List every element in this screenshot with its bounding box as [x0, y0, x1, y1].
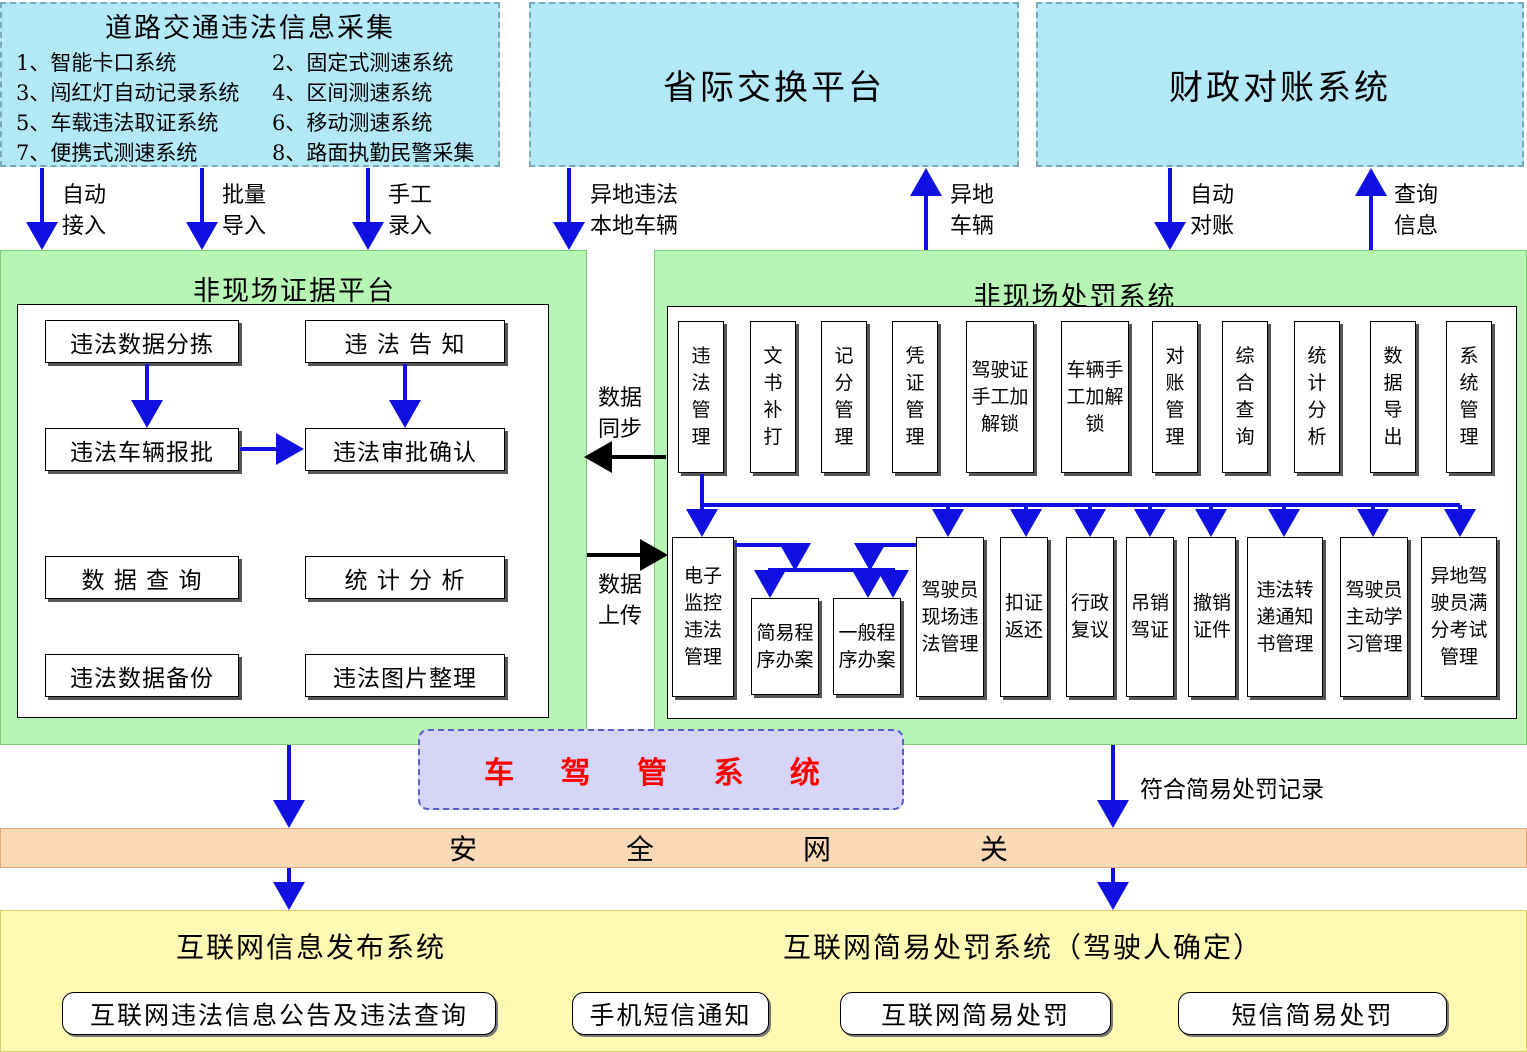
evidence-box: 统 计 分 析	[305, 556, 505, 599]
penalty-bottom-box: 驾驶员现场违法管理	[916, 537, 984, 697]
label-remote-local: 异地违法本地车辆	[590, 183, 679, 239]
internet-simple-title: 互联网简易处罚系统（驾驶人确定）	[783, 931, 1264, 964]
evidence-box: 违法图片整理	[305, 654, 505, 697]
exchange-panel: 省际交换平台	[529, 2, 1019, 167]
evidence-box: 违法数据备份	[45, 654, 239, 697]
evidence-inner	[17, 304, 549, 718]
internet-item: 短信简易处罚	[1178, 992, 1447, 1035]
driver-system-title: 车 驾 管 系 统	[484, 755, 838, 791]
label-auto-access: 自动接入	[62, 183, 107, 239]
collection-item: 7、便携式测速系统	[16, 141, 198, 165]
label-remote-vehicle: 异地车辆	[950, 183, 995, 239]
evidence-box: 违法审批确认	[305, 428, 505, 471]
internet-item: 手机短信通知	[572, 992, 769, 1035]
evidence-box: 数 据 查 询	[45, 556, 239, 599]
evidence-title: 非现场证据平台	[193, 276, 396, 307]
internet-info-title: 互联网信息发布系统	[176, 931, 447, 964]
label-batch-import: 批量导入	[222, 183, 267, 239]
penalty-top-box: 违法管理	[678, 321, 724, 473]
finance-title: 财政对账系统	[1169, 68, 1391, 108]
collection-item: 6、移动测速系统	[272, 111, 433, 135]
penalty-bottom-box: 简易程序办案	[751, 598, 819, 695]
penalty-bottom-box: 异地驾驶员满分考试管理	[1421, 537, 1497, 697]
gateway-title: 安 全 网 关	[449, 833, 1078, 866]
label-auto-reconcile: 自动对账	[1190, 183, 1235, 239]
penalty-top-box: 系统管理	[1446, 321, 1492, 473]
collection-panel: 道路交通违法信息采集 1、智能卡口系统 3、闯红灯自动记录系统 5、车载违法取证…	[0, 2, 500, 167]
evidence-box: 违法数据分拣	[45, 320, 239, 363]
evidence-box: 违 法 告 知	[305, 320, 505, 363]
penalty-top-box: 数据导出	[1370, 321, 1416, 473]
penalty-bottom-box: 吊销驾证	[1126, 537, 1174, 697]
collection-list-left: 1、智能卡口系统 3、闯红灯自动记录系统 5、车载违法取证系统 7、便携式测速系…	[16, 48, 239, 168]
penalty-bottom-box: 驾驶员主动学习管理	[1340, 537, 1408, 697]
penalty-top-box: 对账管理	[1152, 321, 1198, 473]
label-data-sync: 数据同步	[598, 386, 643, 442]
penalty-bottom-box: 扣证返还	[1000, 537, 1048, 697]
collection-item: 5、车载违法取证系统	[16, 111, 219, 135]
penalty-bottom-box: 电子监控违法管理	[672, 537, 734, 697]
collection-item: 1、智能卡口系统	[16, 51, 177, 75]
collection-item: 8、路面执勤民警采集	[272, 141, 475, 165]
penalty-bottom-box: 撤销证件	[1188, 537, 1236, 697]
finance-panel: 财政对账系统	[1036, 2, 1524, 167]
label-manual-entry: 手工录入	[388, 183, 433, 239]
penalty-top-box: 统计分析	[1294, 321, 1340, 473]
penalty-bottom-box: 行政复议	[1066, 537, 1114, 697]
penalty-top-box: 凭证管理	[892, 321, 938, 473]
penalty-top-box: 车辆手工加解锁	[1061, 321, 1129, 473]
label-query-info: 查询信息	[1394, 183, 1439, 239]
collection-item: 2、固定式测速系统	[272, 51, 454, 75]
evidence-box: 违法车辆报批	[45, 428, 239, 471]
penalty-top-box: 文书补打	[750, 321, 796, 473]
collection-list-right: 2、固定式测速系统 4、区间测速系统 6、移动测速系统 8、路面执勤民警采集	[272, 48, 474, 168]
penalty-top-box: 驾驶证手工加解锁	[966, 321, 1034, 473]
gateway-band: 安 全 网 关	[0, 828, 1527, 868]
collection-item: 3、闯红灯自动记录系统	[16, 81, 240, 105]
penalty-bottom-box: 一般程序办案	[833, 598, 901, 695]
penalty-bottom-box: 违法转递通知书管理	[1247, 537, 1323, 697]
collection-item: 4、区间测速系统	[272, 81, 433, 105]
penalty-top-box: 综合查询	[1222, 321, 1268, 473]
exchange-title: 省际交换平台	[663, 68, 885, 108]
internet-item: 互联网违法信息公告及违法查询	[62, 992, 496, 1035]
label-simple-record: 符合简易处罚记录	[1140, 777, 1324, 803]
collection-title: 道路交通违法信息采集	[105, 13, 395, 44]
label-data-upload: 数据上传	[598, 573, 643, 629]
internet-item: 互联网简易处罚	[840, 992, 1111, 1035]
driver-system-panel: 车 驾 管 系 统	[418, 729, 904, 810]
penalty-top-box: 记分管理	[821, 321, 867, 473]
